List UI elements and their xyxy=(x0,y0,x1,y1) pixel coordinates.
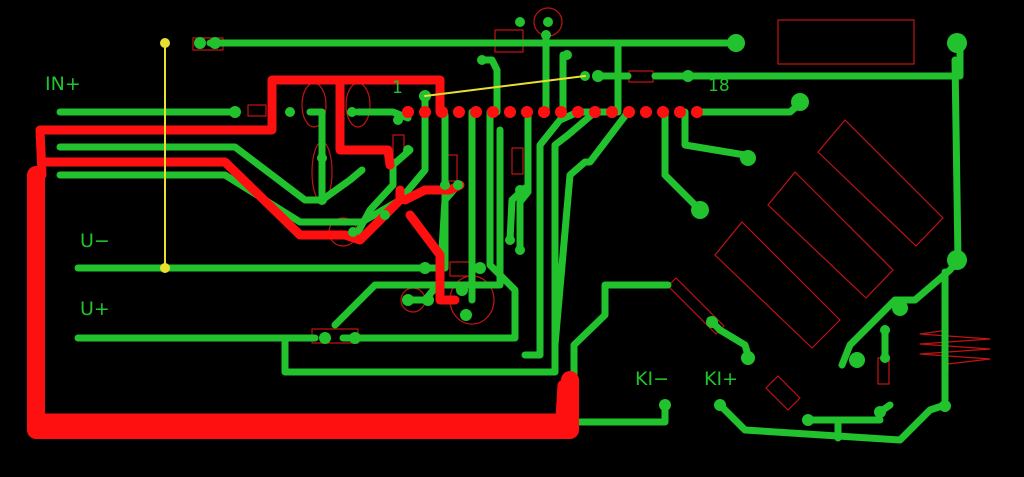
top-layer-traces xyxy=(35,75,567,423)
component-outlines xyxy=(192,7,991,411)
resistor-zigzag-symbol xyxy=(919,321,991,373)
outline-resistor-diag xyxy=(667,277,725,335)
bottom-layer-traces xyxy=(56,31,964,444)
outline-resistor-6 xyxy=(247,104,267,117)
outline-capacitor-2 xyxy=(345,82,371,128)
outline-transistor xyxy=(449,261,471,277)
jumper-pads xyxy=(160,38,170,273)
label-pin-18: 18 xyxy=(708,76,730,96)
label-in-plus: IN+ xyxy=(45,73,81,95)
outline-heatsink-2 xyxy=(767,171,894,299)
ic-pin-row xyxy=(402,106,703,118)
outline-diode xyxy=(765,375,801,411)
label-ki-plus: KI+ xyxy=(704,368,738,390)
outline-resistor-2 xyxy=(511,147,524,175)
outline-resistor-4 xyxy=(628,70,654,83)
jumper-wires xyxy=(164,42,586,269)
label-ki-minus: KI− xyxy=(635,368,669,390)
label-pin-1: 1 xyxy=(392,78,403,98)
top-layer-ground-bus xyxy=(27,166,579,439)
outline-heatsink-1 xyxy=(714,221,841,349)
pads xyxy=(194,17,967,426)
outline-heatsink-3 xyxy=(817,119,944,247)
label-u-plus: U+ xyxy=(80,298,110,320)
outline-top-right-block xyxy=(777,19,915,65)
label-u-minus: U− xyxy=(80,230,110,252)
